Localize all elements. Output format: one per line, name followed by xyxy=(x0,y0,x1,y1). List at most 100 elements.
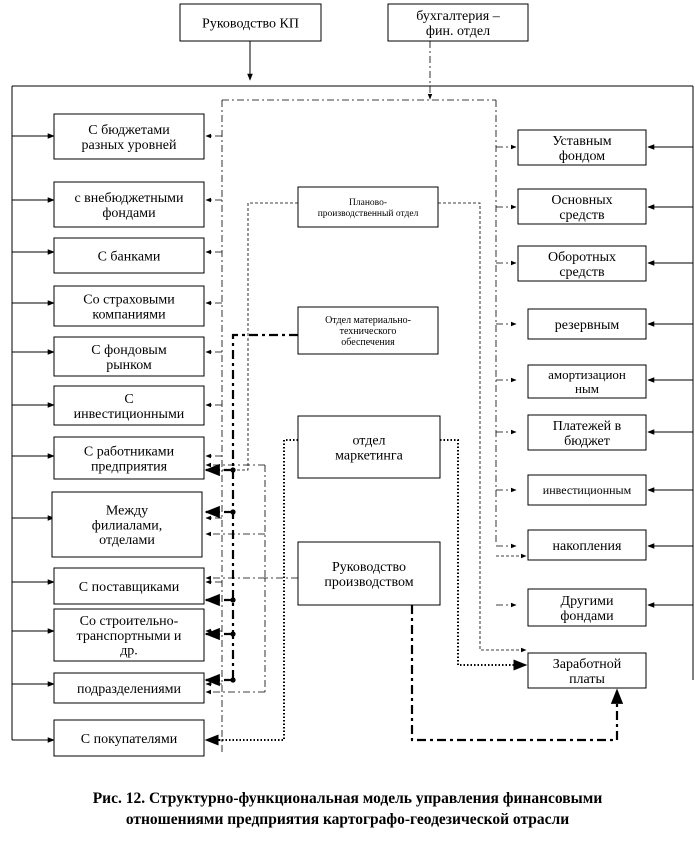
node-suppliers: С поставщиками xyxy=(53,567,205,605)
node-box xyxy=(179,3,322,42)
node-label: С покупателями xyxy=(81,732,178,747)
node-label: фондом xyxy=(559,149,605,164)
node-planning: Планово-производственный отдел xyxy=(297,186,439,228)
junction-dot xyxy=(230,467,236,473)
node-label: амортизацион xyxy=(548,367,626,382)
node-label: с внебюджетными xyxy=(74,191,184,206)
node-label: Планово- xyxy=(349,198,387,208)
connector-lines xyxy=(11,41,694,752)
node-label: рынком xyxy=(106,358,152,373)
node-label: бухгалтерия – xyxy=(416,9,500,24)
node-box xyxy=(297,415,441,479)
node-label: Заработной xyxy=(553,657,622,672)
node-box xyxy=(527,364,647,399)
connector xyxy=(264,577,298,692)
node-label: производством xyxy=(324,575,413,590)
junction-dot xyxy=(230,597,236,603)
caption-line-2: отношениями предприятия картографо-геоде… xyxy=(125,811,570,828)
node-label: транспортными и xyxy=(77,629,182,644)
node-label: подразделениями xyxy=(77,682,182,697)
node-label: платы xyxy=(569,672,605,687)
node-box xyxy=(517,188,647,225)
node-label: Между xyxy=(106,504,148,519)
node-label: маркетинга xyxy=(335,448,403,463)
node-box xyxy=(53,672,205,704)
node-box xyxy=(53,285,205,327)
node-buhgalteria: бухгалтерия –фин. отдел xyxy=(387,3,529,42)
connector xyxy=(231,333,298,680)
node-box xyxy=(297,186,439,228)
junction-dot xyxy=(230,509,236,515)
node-investfund: инвестиционным xyxy=(527,474,647,506)
node-label: филиалами, xyxy=(92,518,162,533)
node-label: С поставщиками xyxy=(79,580,180,595)
node-label: Уставным xyxy=(552,134,611,149)
node-subdivisions: подразделениями xyxy=(53,672,205,704)
diagram-nodes: Руководство КП бухгалтерия –фин. отдел С б… xyxy=(51,3,647,757)
node-label: фондами xyxy=(560,609,614,624)
node-label: инвестиционным xyxy=(543,483,632,497)
node-box xyxy=(517,129,647,166)
structure-diagram: Руководство КП бухгалтерия –фин. отдел С б… xyxy=(11,3,694,757)
node-accum: накопления xyxy=(527,529,647,561)
node-box xyxy=(53,181,205,228)
node-box xyxy=(51,491,203,558)
node-label: компаниями xyxy=(92,307,166,322)
caption-line-1: Рис. 12. Структурно-функциональная модел… xyxy=(92,790,603,807)
node-label: обеспечения xyxy=(341,337,395,348)
node-box xyxy=(53,237,205,274)
node-construction: Со строительно-транспортными идр. xyxy=(53,608,205,662)
node-label: Основных xyxy=(551,193,612,208)
node-box xyxy=(297,541,441,606)
node-label: Со строительно- xyxy=(80,614,179,629)
node-box xyxy=(297,306,439,355)
node-box xyxy=(527,652,647,689)
node-rukovodstvo_kp: Руководство КП xyxy=(179,3,322,42)
node-box xyxy=(527,474,647,506)
node-box xyxy=(53,385,205,426)
connector xyxy=(204,439,298,746)
node-label: фин. отдел xyxy=(426,24,490,39)
node-label: отдел xyxy=(352,434,385,449)
node-label: Отдел материально- xyxy=(325,315,411,326)
node-buyers: С покупателями xyxy=(53,719,205,757)
figure-caption: Рис. 12. Структурно-функциональная модел… xyxy=(0,788,695,830)
node-label: Платежей в xyxy=(553,419,622,434)
node-label: отделами xyxy=(99,533,155,548)
node-mto: Отдел материально-техническогообеспечени… xyxy=(297,306,439,355)
node-box xyxy=(53,567,205,605)
node-box xyxy=(527,529,647,561)
node-label: др. xyxy=(120,644,138,659)
node-label: производственный отдел xyxy=(318,208,419,219)
node-banks: С банками xyxy=(53,237,205,274)
connector xyxy=(205,202,298,473)
junction-dot xyxy=(230,677,236,683)
node-box xyxy=(53,336,205,377)
node-label: фондами xyxy=(102,206,156,221)
node-label: инвестиционными xyxy=(74,407,185,422)
node-label: С работниками xyxy=(84,445,175,460)
node-box xyxy=(387,3,529,42)
node-box xyxy=(53,719,205,757)
node-label: Оборотных xyxy=(548,250,616,265)
node-label: С фондовым xyxy=(91,343,167,358)
node-label: Со страховыми xyxy=(83,293,175,308)
connector xyxy=(410,605,624,742)
node-label: ным xyxy=(575,381,599,396)
node-label: Руководство КП xyxy=(202,16,299,31)
connector xyxy=(438,202,527,653)
